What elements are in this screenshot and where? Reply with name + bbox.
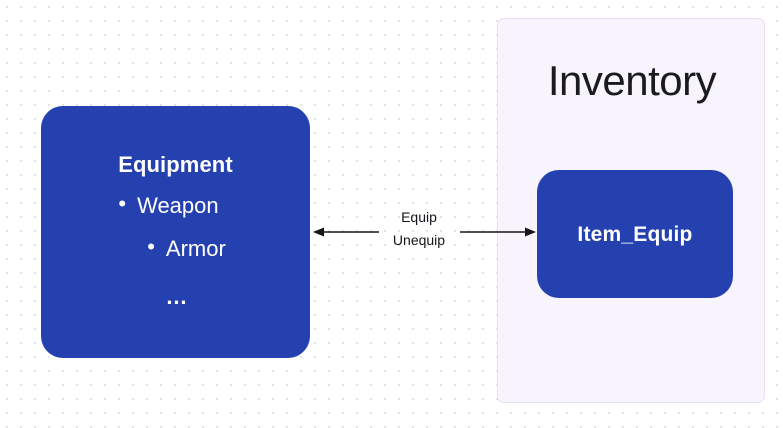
edge-label-unequip: Unequip	[392, 232, 446, 248]
list-item: • Weapon	[41, 190, 310, 221]
equipment-item-armor-label: Armor	[165, 236, 226, 262]
item-equip-node-title: Item_Equip	[577, 222, 693, 246]
equipment-item-weapon-label: Weapon	[137, 193, 219, 219]
equipment-ellipsis-label: …	[165, 284, 190, 310]
edge-label-equip: Equip	[401, 209, 437, 225]
node-item-equip[interactable]: Item_Equip	[537, 170, 733, 298]
edge-label-group: Equip Unequip	[372, 206, 466, 252]
left-arrowhead-icon	[313, 227, 324, 237]
node-equipment[interactable]: Equipment • Weapon • Armor …	[41, 106, 310, 358]
equipment-node-title: Equipment	[118, 152, 233, 177]
equipment-item-list: • Weapon • Armor	[41, 178, 310, 264]
bullet-icon: •	[118, 191, 127, 217]
inventory-group-title: Inventory	[547, 57, 717, 104]
bullet-icon: •	[147, 234, 155, 260]
left-arrowhead-group	[313, 227, 379, 237]
list-item: • Armor	[41, 233, 310, 264]
